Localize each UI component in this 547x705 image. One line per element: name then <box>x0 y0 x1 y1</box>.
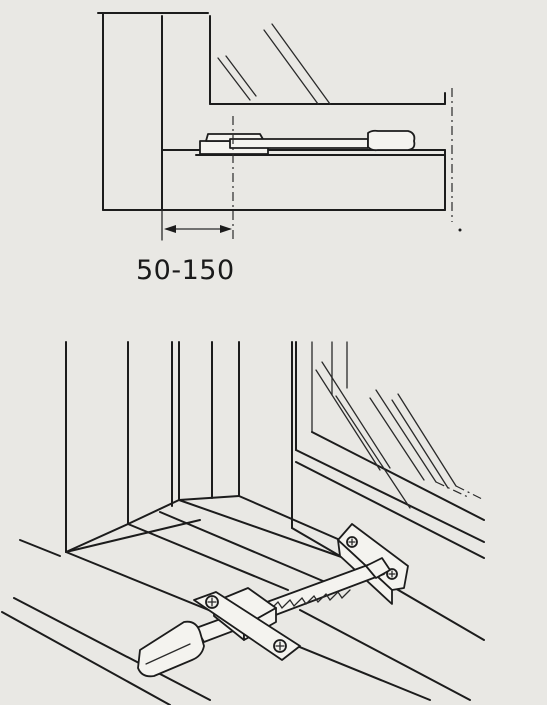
sill-step-1 <box>127 523 289 591</box>
stopper-handle-grip <box>137 620 205 678</box>
clamp-plate <box>193 591 301 661</box>
arrow-right <box>220 225 232 233</box>
bottom-perspective-view <box>1 341 485 705</box>
floor-line <box>13 597 211 701</box>
dimension-label: 50-150 <box>136 255 235 286</box>
dimension-line <box>161 209 232 241</box>
window-stopper-perspective <box>137 523 409 678</box>
top-section-view: 50-150 <box>97 12 462 286</box>
arrow-left <box>164 225 176 233</box>
sash-bottom-rail <box>295 449 485 543</box>
stopper-handle <box>367 129 416 152</box>
stopper-rack <box>229 138 369 149</box>
sill-back-edge <box>65 495 240 553</box>
window-glass <box>315 361 485 509</box>
glass-line <box>217 57 251 101</box>
window-stopper-top <box>199 129 416 155</box>
